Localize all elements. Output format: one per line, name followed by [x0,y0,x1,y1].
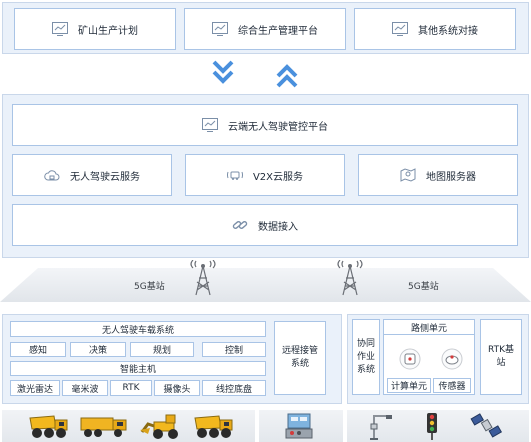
sensor-rtk-box[interactable]: RTK [110,380,152,396]
mine-production-plan-label: 矿山生产计划 [78,25,138,37]
remote-console-icon [285,413,313,439]
satellite-icon [470,413,503,438]
sensor-drive-by-wire-box[interactable]: 线控底盘 [202,380,266,396]
map-server-box[interactable]: 地图服务器 [358,154,518,196]
roadside-unit-box[interactable]: 路侧单元 计算单元 传感器 [383,319,475,395]
wheel-loader-icon [140,414,178,439]
function-decision-label: 决策 [88,346,107,356]
production-management-platform-label: 综合生产管理平台 [238,25,318,37]
sensor-device-icon [441,348,463,370]
chevron-down-icon [212,60,234,84]
compute-unit-box: 计算单元 [387,378,431,393]
other-systems-box[interactable]: 其他系统对接 [354,8,516,50]
chart-monitor-icon [392,22,408,36]
dump-truck-icon [29,415,68,438]
network-strip [0,268,531,302]
map-server-label: 地图服务器 [426,171,476,183]
traffic-light-icon [427,413,437,440]
function-control-box[interactable]: 控制 [202,342,266,357]
production-management-platform-box[interactable]: 综合生产管理平台 [184,8,346,50]
function-planning-box[interactable]: 规划 [130,342,194,357]
sensor-camera-box[interactable]: 摄像头 [154,380,200,396]
sensor-box: 传感器 [433,378,471,393]
remote-takeover-box[interactable]: 远程接管系统 [274,321,326,395]
sensor-label: 传感器 [438,382,466,392]
chart-monitor-icon [52,22,68,36]
smart-host-label: 智能主机 [119,365,156,375]
chart-monitor-icon [202,118,218,132]
car-signal-icon [226,171,243,180]
vehicle-system-title: 无人驾驶车载系统 [101,325,174,336]
5g-station-left-label: 5G基站 [134,282,165,292]
cell-tower-icon [190,260,216,296]
cooperative-system-label: 协同作业系统 [356,338,375,375]
roadside-unit-title-box: 路侧单元 [384,320,474,335]
5g-station-right-label: 5G基站 [408,282,439,292]
chevron-up-icon [276,64,298,88]
other-systems-label: 其他系统对接 [418,25,478,37]
data-access-label: 数据接入 [258,221,298,233]
cloud-platform-title-box[interactable]: 云端无人驾驶管控平台 [12,104,518,146]
rtk-base-station-label: RTK基站 [488,345,514,368]
sensor-lidar-label: 激光雷达 [16,384,53,395]
autonomous-cloud-service-box[interactable]: 无人驾驶云服务 [12,154,172,196]
cooperative-system-box[interactable]: 协同作业系统 [352,319,380,395]
sensor-lidar-box[interactable]: 激光雷达 [10,380,60,396]
compute-unit-icon [399,348,421,370]
autonomous-cloud-service-label: 无人驾驶云服务 [70,171,140,183]
dump-truck-icon [194,415,233,438]
cargo-truck-icon [80,417,127,437]
sensor-camera-label: 摄像头 [163,384,191,395]
sensor-mmwave-label: 毫米波 [71,384,99,395]
mine-production-plan-box[interactable]: 矿山生产计划 [14,8,176,50]
vehicle-system-title-box[interactable]: 无人驾驶车载系统 [10,321,266,337]
sensor-rtk-label: RTK [122,383,140,393]
data-access-box[interactable]: 数据接入 [12,204,518,246]
roadside-pole-icon [370,415,392,440]
chart-monitor-icon [212,22,228,36]
cloud-icon [44,170,60,181]
sensor-drive-by-wire-label: 线控底盘 [215,384,252,395]
function-perception-box[interactable]: 感知 [10,342,66,357]
sensor-mmwave-box[interactable]: 毫米波 [62,380,108,396]
roadside-unit-title: 路侧单元 [410,323,447,334]
cell-tower-icon [337,260,363,296]
map-pin-icon [400,168,416,182]
function-perception-label: 感知 [28,346,47,356]
function-decision-box[interactable]: 决策 [70,342,126,357]
cloud-platform-title: 云端无人驾驶管控平台 [228,121,328,133]
compute-unit-label: 计算单元 [390,382,427,392]
function-planning-label: 规划 [152,346,171,356]
v2x-cloud-service-box[interactable]: V2X云服务 [185,154,345,196]
v2x-cloud-service-label: V2X云服务 [252,171,304,183]
link-icon [232,221,248,229]
remote-takeover-label: 远程接管系统 [281,346,318,369]
function-control-label: 控制 [224,346,243,356]
rtk-base-station-box[interactable]: RTK基站 [480,319,522,395]
smart-host-box[interactable]: 智能主机 [10,361,266,376]
